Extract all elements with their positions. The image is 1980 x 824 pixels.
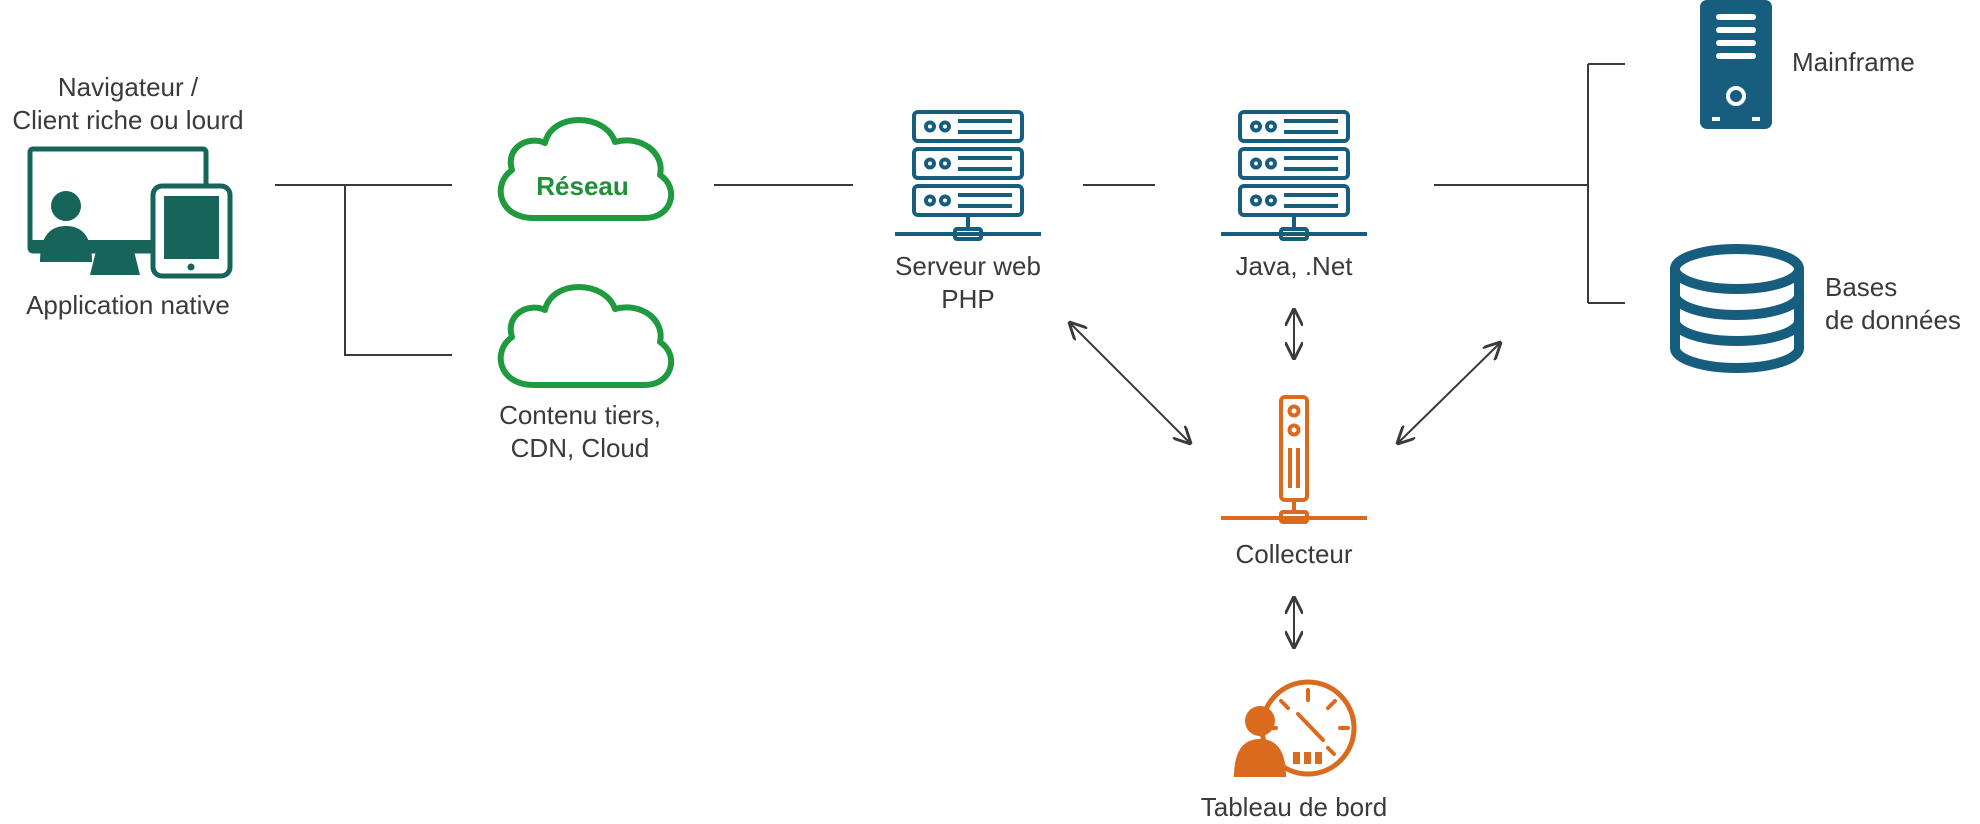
computer-tablet-user-icon — [27, 146, 233, 279]
connector-appserver-to-backends — [1434, 63, 1625, 304]
client-label-bottom: Application native — [26, 290, 230, 320]
databases-label: Bases de données — [1825, 272, 1961, 335]
mainframe-label: Mainframe — [1792, 47, 1915, 77]
server-rack-icon — [1221, 110, 1367, 241]
connector-client-to-clouds — [275, 184, 452, 356]
third-party-label: Contenu tiers, CDN, Cloud — [499, 400, 661, 463]
server-rack-icon — [895, 110, 1041, 241]
database-icon — [1670, 244, 1804, 373]
app-server-label: Java, .Net — [1235, 251, 1353, 281]
arrow-webserver-collector — [1070, 323, 1190, 443]
connectors — [275, 63, 1625, 356]
arrows — [1070, 310, 1500, 647]
dashboard-user-gauge-icon — [1234, 679, 1357, 777]
collector-device-icon — [1221, 395, 1367, 524]
tower-server-icon — [1700, 0, 1772, 129]
web-server-label: Serveur web PHP — [895, 251, 1041, 314]
arrow-backends-collector — [1398, 343, 1500, 443]
dashboard-label: Tableau de bord — [1200, 792, 1388, 822]
cloud-icon — [497, 117, 675, 221]
network-label: Réseau — [536, 171, 629, 201]
cloud-icon — [497, 284, 675, 388]
client-label-top: Navigateur / Client riche ou lourd — [12, 72, 244, 135]
collector-label: Collecteur — [1235, 539, 1353, 569]
